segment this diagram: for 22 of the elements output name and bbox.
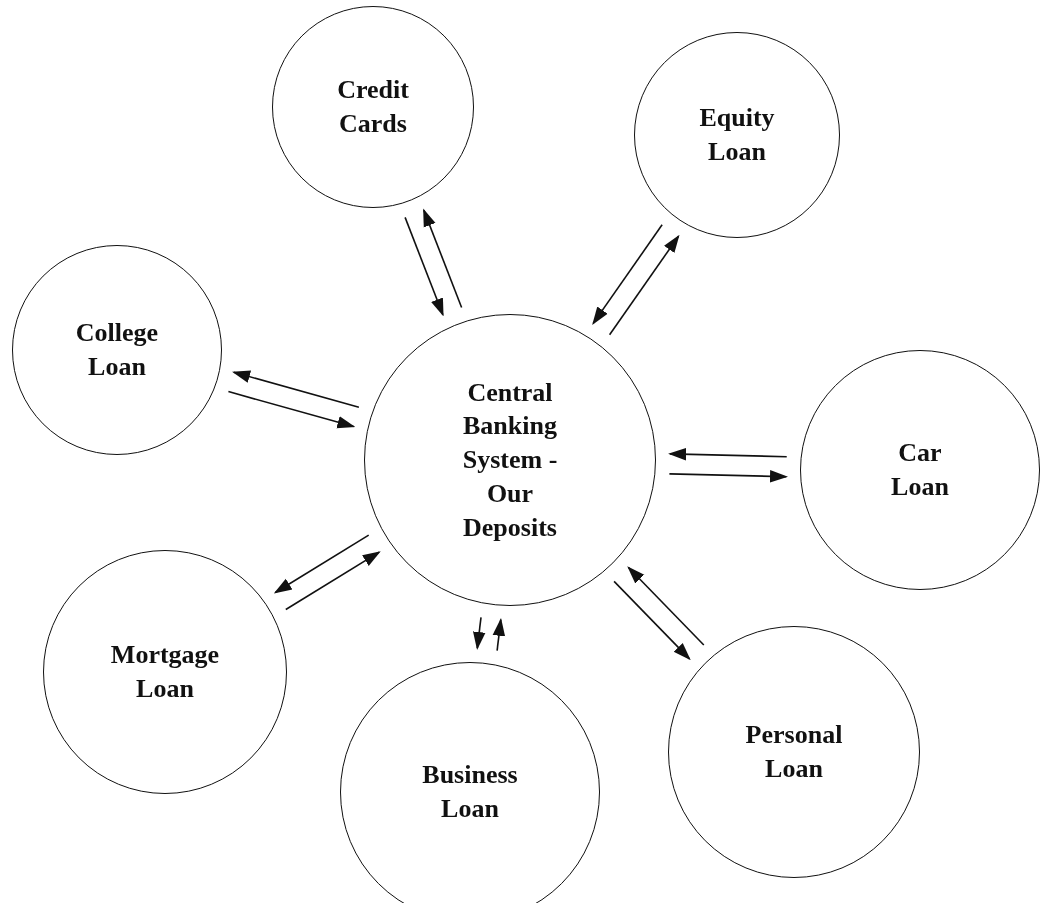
node-label: Credit Cards bbox=[336, 74, 410, 140]
node-label: Business Loan bbox=[421, 759, 519, 825]
arrow bbox=[472, 616, 486, 650]
arrow bbox=[273, 534, 370, 594]
node-label: Personal Loan bbox=[744, 719, 844, 785]
arrow bbox=[592, 224, 663, 325]
node-label: Central Banking System - Our Deposits bbox=[461, 376, 559, 544]
arrow bbox=[232, 370, 360, 409]
arrow bbox=[608, 234, 680, 336]
arrow bbox=[227, 390, 356, 429]
node-label: Equity Loan bbox=[698, 102, 776, 168]
arrow bbox=[668, 448, 788, 461]
arrow bbox=[285, 551, 381, 611]
arrow bbox=[668, 470, 788, 483]
arrow bbox=[613, 580, 691, 661]
node-label: Mortgage Loan bbox=[109, 639, 221, 705]
arrow bbox=[404, 216, 444, 317]
arrow bbox=[423, 208, 463, 309]
arrow bbox=[492, 617, 506, 652]
arrow bbox=[627, 566, 705, 646]
node-label: College Loan bbox=[74, 317, 160, 383]
node-label: Car Loan bbox=[890, 437, 950, 503]
